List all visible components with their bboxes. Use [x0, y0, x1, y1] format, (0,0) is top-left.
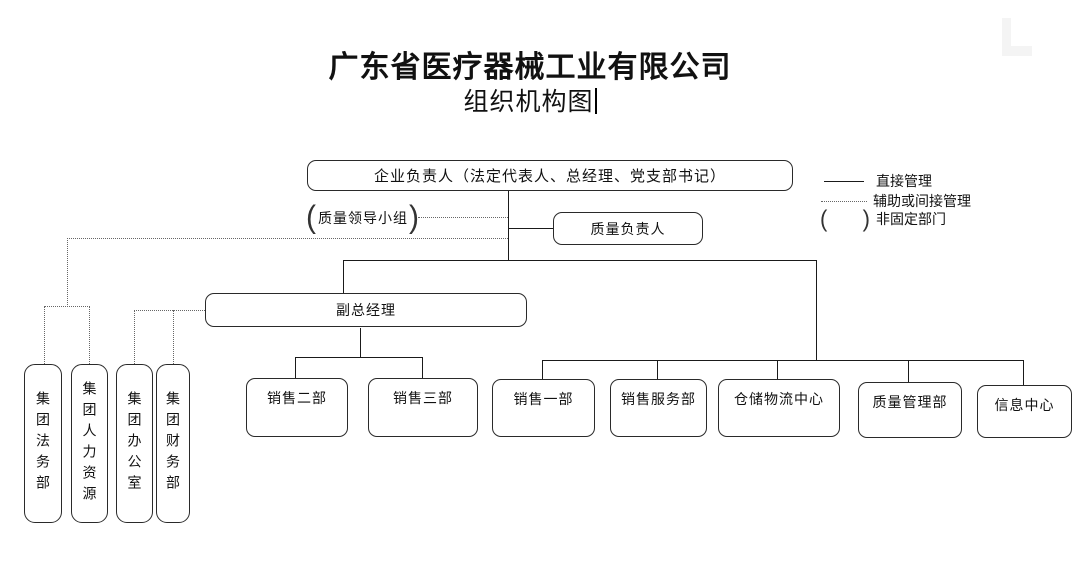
group-finance-dept-label: 集团财务部	[165, 391, 181, 496]
dotted-quality-leader-group	[418, 217, 508, 218]
legend-direct-label: 直接管理	[876, 173, 932, 189]
dotted-left-main-vertical	[67, 238, 68, 307]
connector-tick-quality-mgmt	[908, 360, 909, 382]
dotted-group12-horizontal	[44, 306, 90, 307]
org-box-enterprise-head: 企业负责人（法定代表人、总经理、党支部书记）	[307, 160, 793, 191]
connector-right-feeder	[816, 260, 817, 361]
connector-tick-sales-service	[657, 360, 658, 380]
dotted-tick-group-hr	[89, 306, 90, 366]
dotted-tick-group-legal	[44, 306, 45, 366]
org-box-sales-dept-2: 销售二部	[246, 378, 348, 437]
connector-tick-sales2	[295, 357, 296, 379]
connector-right-branch	[542, 360, 1023, 361]
org-box-group-hr-dept: 集团人力资源	[71, 364, 108, 523]
group-office-label: 集团办公室	[126, 391, 143, 496]
chart-subtitle-text: 组织机构图	[463, 88, 594, 116]
org-box-quality-principal: 质量负责人	[553, 212, 703, 245]
org-box-sales-service-dept: 销售服务部	[610, 379, 707, 437]
org-box-deputy-gm: 副总经理	[205, 293, 527, 327]
group-legal-dept-label: 集团法务部	[35, 391, 51, 496]
connector-to-deputy-gm	[343, 260, 344, 294]
org-box-group-legal-dept: 集团法务部	[24, 364, 62, 523]
group-hr-dept-label: 集团人力资源	[81, 380, 98, 507]
legend-row-indirect: 辅助或间接管理	[821, 192, 971, 210]
right-bracket-glyph: )	[409, 200, 420, 235]
quality-leader-group-label: 质量领导小组	[318, 210, 408, 226]
legend-left-bracket-glyph: (	[820, 205, 828, 232]
legend-row-non-fixed: ( ) 非固定部门	[820, 205, 946, 232]
legend-bracket-sample: ( )	[820, 205, 870, 232]
left-bracket-glyph: (	[306, 200, 317, 235]
legend-non-fixed-label: 非固定部门	[876, 211, 946, 227]
connector-quality-principal	[508, 228, 553, 229]
connector-root-vertical	[508, 191, 509, 260]
legend-indirect-label: 辅助或间接管理	[873, 193, 971, 209]
connector-deputy-branch	[295, 357, 422, 358]
connector-deputy-down	[360, 328, 361, 357]
connector-tick-sales3	[422, 357, 423, 379]
org-box-info-center: 信息中心	[977, 385, 1072, 438]
connector-tick-warehouse	[777, 360, 778, 379]
text-caret	[594, 88, 597, 114]
legend-row-direct: 直接管理	[824, 172, 932, 190]
company-title: 广东省医疗器械工业有限公司	[328, 51, 732, 84]
chart-subtitle: 组织机构图	[180, 86, 880, 119]
title-block: 广东省医疗器械工业有限公司 组织机构图	[180, 50, 880, 119]
org-box-group-finance-dept: 集团财务部	[156, 364, 190, 523]
org-box-sales-dept-3: 销售三部	[368, 378, 478, 437]
legend-right-bracket-glyph: )	[862, 205, 870, 232]
org-box-quality-leader-group: ( 质量领导小组 )	[306, 200, 420, 235]
org-box-warehouse-logistics-center: 仓储物流中心	[718, 379, 840, 437]
dotted-tick-group-finance	[173, 310, 174, 366]
dotted-tick-group-office	[134, 310, 135, 366]
connector-main-horizontal	[343, 260, 817, 261]
legend-dotted-line-sample	[821, 200, 867, 202]
legend-solid-line-sample	[824, 180, 864, 182]
connector-tick-info-center	[1023, 360, 1024, 385]
page-corner-mark	[1002, 18, 1032, 56]
org-box-sales-dept-1: 销售一部	[492, 379, 595, 437]
org-box-quality-mgmt-dept: 质量管理部	[858, 382, 962, 438]
org-box-group-office: 集团办公室	[116, 364, 153, 523]
dotted-left-main-horizontal	[67, 238, 508, 239]
connector-tick-sales1	[542, 360, 543, 380]
dotted-group34-horizontal	[134, 310, 205, 311]
